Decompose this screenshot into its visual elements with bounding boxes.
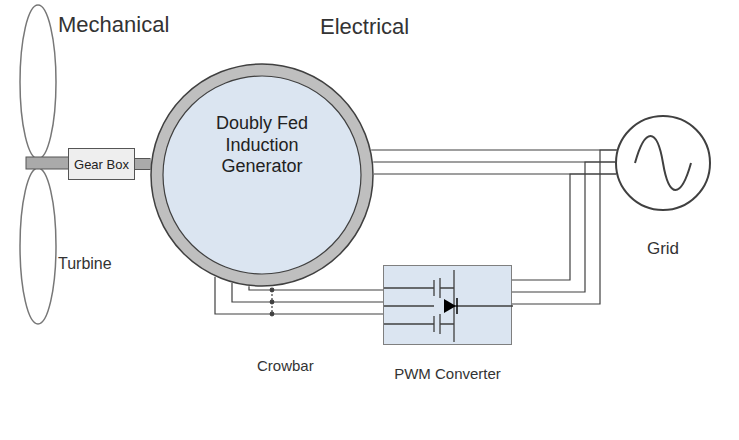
three-phase-wires <box>371 150 617 174</box>
node-text: PWM Converter <box>394 365 501 382</box>
grid-text: Grid <box>647 239 679 259</box>
node-text: Gear Box <box>74 157 129 172</box>
part-label: Turbine <box>58 254 112 273</box>
node-text: Grid <box>647 239 679 258</box>
section-label: Electrical <box>320 14 409 40</box>
wire <box>373 161 615 162</box>
three-phase-wires <box>512 150 617 304</box>
turbine-blades <box>20 5 69 324</box>
wire <box>249 286 383 290</box>
drive-shaft <box>135 164 151 165</box>
gearbox-box: Gear Box <box>68 148 135 180</box>
transistor-symbol <box>384 270 513 342</box>
turbine-shaft <box>26 157 69 169</box>
section-label: Mechanical <box>58 12 169 38</box>
diode-bar <box>456 298 458 314</box>
turbine-blade <box>20 168 56 324</box>
part-label: Crowbar <box>257 357 314 375</box>
shaft-outline <box>135 158 151 170</box>
wire <box>371 149 617 150</box>
wire <box>512 174 616 280</box>
wire <box>512 150 617 304</box>
sine-symbol <box>635 136 691 190</box>
shaft-bar <box>135 159 151 169</box>
generator-text: Doubly Fed Induction Generator <box>202 113 322 178</box>
turbine-blade <box>20 5 56 159</box>
rotor-disc <box>163 76 361 274</box>
converter-text: PWM Converter <box>394 365 501 382</box>
diode-symbol <box>444 299 456 313</box>
generator-circle: Doubly Fed Induction Generator <box>150 63 374 287</box>
stator-ring <box>151 64 373 286</box>
converter-box: PWM Converter <box>383 265 512 345</box>
grid-circle: Grid <box>615 115 711 211</box>
node-text: Doubly Fed Induction Generator <box>202 113 322 178</box>
grid-circle-outline <box>616 116 710 210</box>
grid-outline <box>615 115 711 211</box>
converter-symbol <box>384 266 511 344</box>
